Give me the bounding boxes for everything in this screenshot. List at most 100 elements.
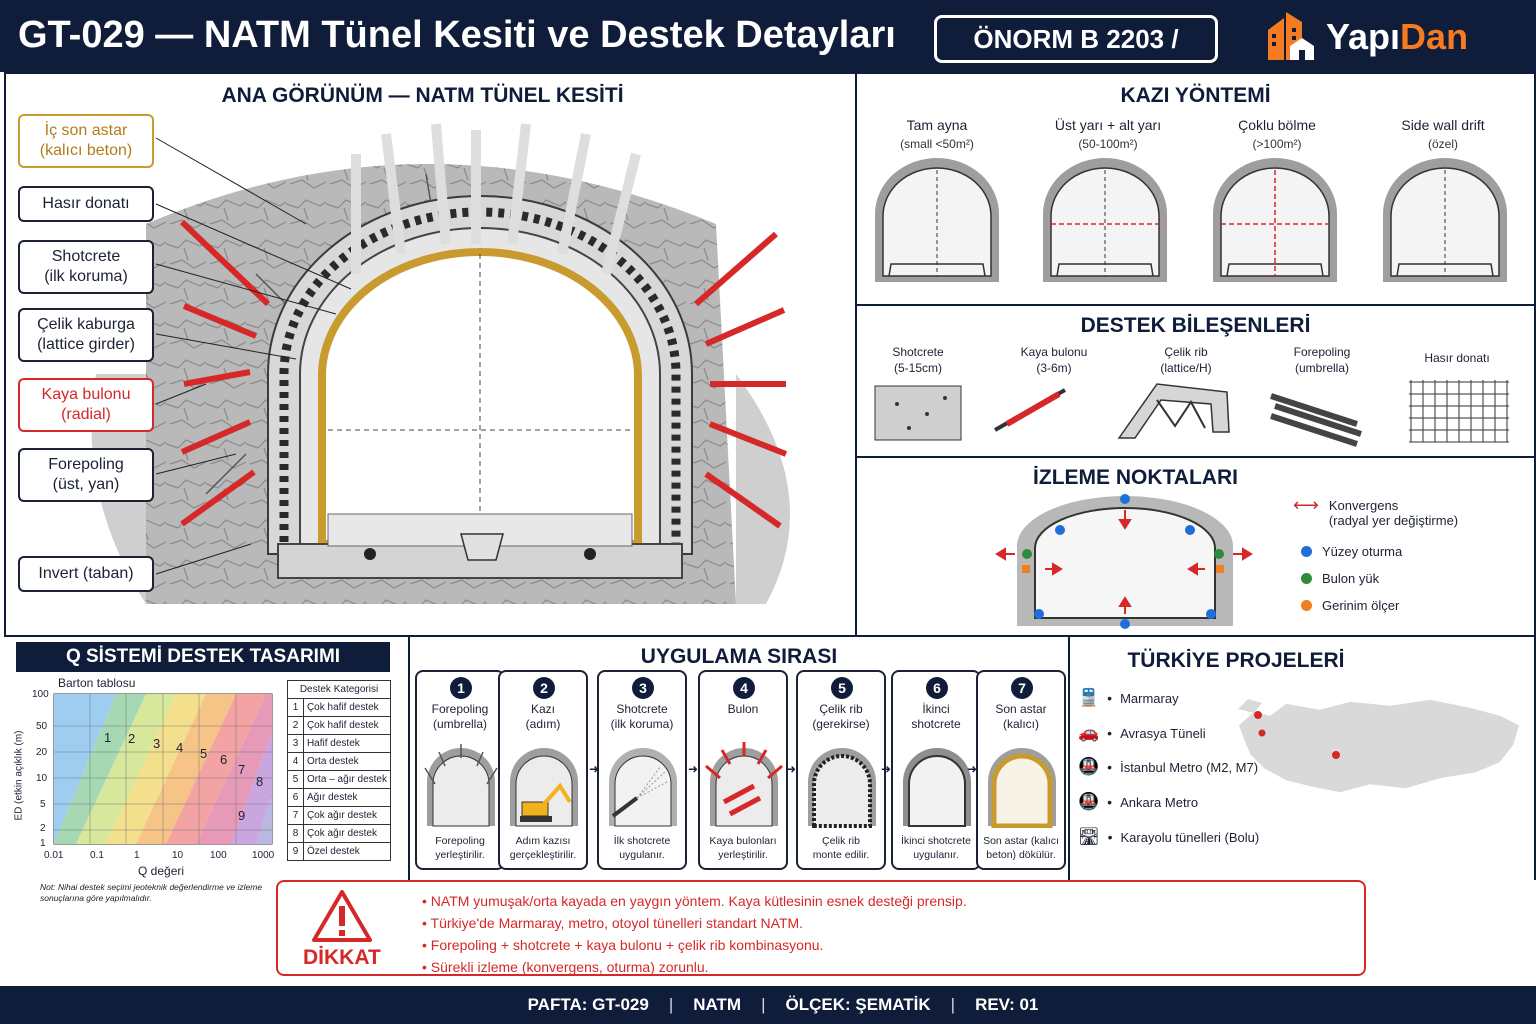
y-tick: 5 bbox=[40, 799, 46, 810]
zone-number: 5 bbox=[200, 746, 208, 761]
monitoring-panel: İZLEME NOKTALARI ⟷ Konvergens(radyal yer… bbox=[855, 456, 1536, 637]
component-shotcrete: Shotcrete(5-15cm) bbox=[892, 345, 944, 375]
project-istanbul-metro: 🚇•İstanbul Metro (M2, M7) bbox=[1078, 757, 1259, 776]
q-system-title: Q SİSTEMİ DESTEK TASARIMI bbox=[16, 642, 390, 672]
footer-scale: ÖLÇEK: ŞEMATİK bbox=[785, 995, 931, 1014]
zone-number: 2 bbox=[128, 731, 136, 746]
warning-box: DİKKAT NATM yumuşak/orta kayada en yaygı… bbox=[276, 880, 1366, 976]
zone-number: 1 bbox=[104, 730, 112, 745]
method-top-bench: Üst yarı + alt yarı(50-100m²) bbox=[1054, 117, 1162, 151]
component-steel-rib: Çelik rib(lattice/H) bbox=[1160, 345, 1212, 375]
standard-badge: ÖNORM B 2203 / NATM bbox=[934, 15, 1218, 96]
x-tick: 0.01 bbox=[44, 850, 64, 861]
forepoling-step-icon bbox=[424, 744, 498, 827]
x-tick: 10 bbox=[172, 850, 184, 861]
zone-number: 3 bbox=[153, 736, 161, 751]
excavation-title: KAZI YÖNTEMİ bbox=[1120, 84, 1271, 107]
final-lining-step-icon bbox=[988, 748, 1056, 828]
y-tick: 100 bbox=[32, 689, 49, 700]
project-avrasya: 🚗•Avrasya Tüneli bbox=[1078, 723, 1206, 742]
warning-item: Forepoling + shotcrete + kaya bulonu + ç… bbox=[422, 934, 967, 956]
component-wire-mesh: Hasır donatı bbox=[1424, 351, 1490, 365]
green-dot-icon bbox=[1301, 573, 1312, 584]
main-view-panel: ANA GÖRÜNÜM — NATM TÜNEL KESİTİ bbox=[4, 72, 857, 637]
y-tick: 2 bbox=[40, 823, 46, 834]
project-bolu: 🛣•Karayolu tünelleri (Bolu) bbox=[1078, 827, 1260, 846]
x-tick: 1000 bbox=[252, 850, 275, 861]
legend-surface-settlement: Yüzey oturma bbox=[1301, 544, 1402, 559]
warning-item: Sürekli izleme (konvergens, oturma) zoru… bbox=[422, 956, 967, 978]
barton-chart-label: Barton tablosu bbox=[58, 676, 136, 690]
label-shotcrete: Shotcrete(ilk koruma) bbox=[18, 240, 154, 294]
label-inner-lining: İç son astar(kalıcı beton) bbox=[18, 114, 154, 168]
monitoring-diagram bbox=[995, 494, 1253, 629]
q-system-note: Not: Nihai destek seçimi jeoteknik değer… bbox=[40, 882, 263, 903]
component-rock-bolt: Kaya bulonu(3-6m) bbox=[1020, 345, 1088, 375]
steel-rib-step-icon bbox=[808, 748, 876, 828]
arrow-icon: ➜ bbox=[967, 762, 978, 776]
x-tick: 1 bbox=[134, 850, 140, 861]
x-axis-label: Q değeri bbox=[138, 864, 185, 878]
label-wire-mesh: Hasır donatı bbox=[18, 186, 154, 222]
warning-item: Türkiye'de Marmaray, metro, otoyol tünel… bbox=[422, 912, 967, 934]
method-side-wall-drift: Side wall drift(özel) bbox=[1401, 117, 1485, 151]
warning-word: DİKKAT bbox=[303, 946, 381, 969]
warning-triangle-icon bbox=[312, 890, 372, 942]
footer-method: NATM bbox=[693, 995, 742, 1014]
footer-sheet: PAFTA: GT-029 bbox=[527, 995, 649, 1014]
zone-number: 9 bbox=[238, 808, 246, 823]
second-shotcrete-step-icon bbox=[903, 748, 971, 827]
label-rock-bolt: Kaya bulonu(radial) bbox=[18, 378, 154, 432]
x-tick: 0.1 bbox=[90, 850, 104, 861]
excavation-method-diagrams bbox=[875, 158, 1507, 282]
main-view-title: ANA GÖRÜNÜM — NATM TÜNEL KESİTİ bbox=[221, 84, 624, 107]
excavator-step-icon bbox=[510, 748, 578, 827]
arrow-icon: ➜ bbox=[688, 762, 699, 776]
blue-dot-icon bbox=[1301, 546, 1312, 557]
car-icon: 🚗 bbox=[1078, 723, 1100, 742]
metro-icon: 🚇 bbox=[1078, 757, 1100, 776]
sequence-title: UYGULAMA SIRASI bbox=[640, 645, 838, 668]
barton-q-chart bbox=[53, 693, 273, 845]
tunnel-cross-section-diagram bbox=[91, 123, 790, 604]
train-icon: 🚆 bbox=[1078, 688, 1100, 707]
turkey-map bbox=[1237, 698, 1521, 794]
y-tick: 50 bbox=[36, 721, 48, 732]
header-bar: GT-029 — NATM Tünel Kesiti ve Destek Det… bbox=[0, 0, 1536, 96]
brand-logo-text: YapıDan bbox=[1326, 16, 1469, 57]
projects-panel: TÜRKİYE PROJELERİ bbox=[1068, 635, 1536, 880]
zone-number: 4 bbox=[176, 740, 184, 755]
component-forepoling: Forepoling(umbrella) bbox=[1293, 345, 1351, 375]
orange-dot-icon bbox=[1301, 600, 1312, 611]
monitoring-title: İZLEME NOKTALARI bbox=[1033, 466, 1238, 489]
legend-convergence: ⟷ Konvergens(radyal yer değiştirme) bbox=[1293, 495, 1459, 528]
footer-bar: PAFTA: GT-029 | NATM | ÖLÇEK: ŞEMATİK | … bbox=[0, 986, 1536, 1024]
shotcrete-spray-step-icon bbox=[609, 748, 677, 827]
y-axis-label: ED (etkin açıklık (m) bbox=[13, 730, 25, 821]
label-steel-rib: Çelik kaburga(lattice girder) bbox=[18, 308, 154, 362]
projects-title: TÜRKİYE PROJELERİ bbox=[1127, 649, 1345, 672]
metro-icon: 🚇 bbox=[1078, 792, 1100, 811]
project-marmaray: 🚆•Marmaray bbox=[1078, 688, 1179, 707]
rock-bolt-step-icon bbox=[705, 742, 783, 827]
y-tick: 10 bbox=[36, 773, 48, 784]
method-full-face: Tam ayna(small <50m²) bbox=[900, 117, 974, 151]
double-arrow-icon: ⟷ bbox=[1293, 495, 1319, 515]
zone-number: 7 bbox=[238, 762, 246, 777]
warning-item: NATM yumuşak/orta kayada en yaygın yönte… bbox=[422, 890, 967, 912]
components-title: DESTEK BİLEŞENLERİ bbox=[1080, 314, 1311, 337]
footer-rev: REV: 01 bbox=[975, 995, 1039, 1014]
x-tick: 100 bbox=[210, 850, 227, 861]
